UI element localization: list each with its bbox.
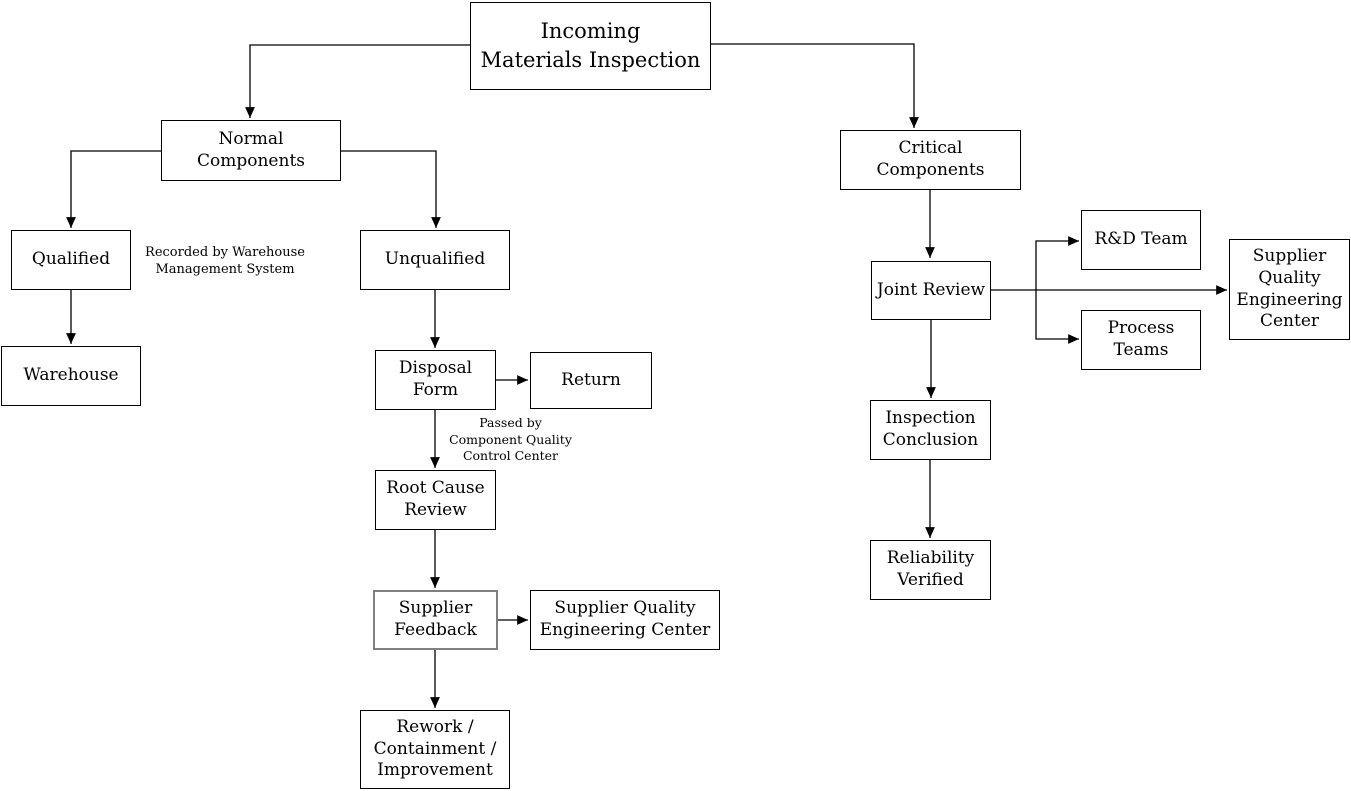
node-warehouse: Warehouse bbox=[1, 346, 141, 406]
node-label: Normal Components bbox=[197, 128, 305, 171]
node-label: Supplier Quality Engineering Center bbox=[1236, 246, 1343, 332]
node-label: Qualified bbox=[31, 249, 111, 270]
node-reliability-verified: Reliability Verified bbox=[870, 540, 991, 600]
edge-title-to-critical bbox=[710, 43, 919, 128]
node-label: R&D Team bbox=[1094, 229, 1188, 250]
node-label: Disposal Form bbox=[398, 358, 473, 400]
node-label: Supplier Quality Engineering Center bbox=[539, 598, 711, 640]
node-critical-components: Critical Components bbox=[840, 130, 1021, 190]
node-label: Incoming Materials Inspection bbox=[480, 19, 701, 72]
node-label: Inspection Conclusion bbox=[882, 408, 979, 450]
node-unqualified: Unqualified bbox=[360, 230, 510, 290]
node-incoming-materials-inspection: Incoming Materials Inspection bbox=[470, 2, 711, 90]
node-process-teams: Process Teams bbox=[1081, 310, 1201, 370]
node-root-cause-review: Root Cause Review bbox=[375, 470, 496, 530]
node-label: Supplier Feedback bbox=[394, 598, 477, 640]
node-label: Critical Components bbox=[876, 138, 985, 180]
node-label: Joint Review bbox=[876, 279, 986, 300]
edge-normal-to-unqualified bbox=[341, 150, 441, 228]
node-supplier-feedback: Supplier Feedback bbox=[373, 590, 498, 650]
annotation-recorded-by-warehouse-management-system: Recorded by Warehouse Management System bbox=[145, 245, 305, 278]
node-label: Reliability Verified bbox=[886, 548, 975, 590]
edge-normal-to-qualified bbox=[66, 150, 161, 228]
node-return: Return bbox=[530, 352, 652, 409]
edge-title-to-normal bbox=[245, 44, 470, 118]
node-label: Root Cause Review bbox=[386, 478, 485, 520]
node-label: Return bbox=[561, 369, 621, 390]
node-supplier-quality-engineering-center-left: Supplier Quality Engineering Center bbox=[530, 590, 720, 650]
node-rd-team: R&D Team bbox=[1081, 210, 1201, 270]
node-label: Warehouse bbox=[23, 365, 119, 386]
node-label: Process Teams bbox=[1107, 318, 1175, 360]
node-qualified: Qualified bbox=[11, 230, 131, 290]
edge-joint-to-rdteam bbox=[1035, 236, 1079, 290]
node-label: Rework / Containment / Improvement bbox=[373, 716, 497, 781]
node-disposal-form: Disposal Form bbox=[375, 350, 496, 410]
node-rework-containment-improvement: Rework / Containment / Improvement bbox=[360, 710, 510, 789]
annotation-passed-by-component-quality-control-center: Passed by Component Quality Control Cent… bbox=[449, 415, 572, 463]
node-supplier-quality-engineering-center-right: Supplier Quality Engineering Center bbox=[1229, 239, 1350, 340]
node-joint-review: Joint Review bbox=[871, 261, 991, 320]
node-inspection-conclusion: Inspection Conclusion bbox=[870, 400, 991, 460]
node-normal-components: Normal Components bbox=[161, 120, 341, 181]
edge-joint-to-process bbox=[1035, 290, 1079, 344]
node-label: Unqualified bbox=[384, 249, 486, 270]
